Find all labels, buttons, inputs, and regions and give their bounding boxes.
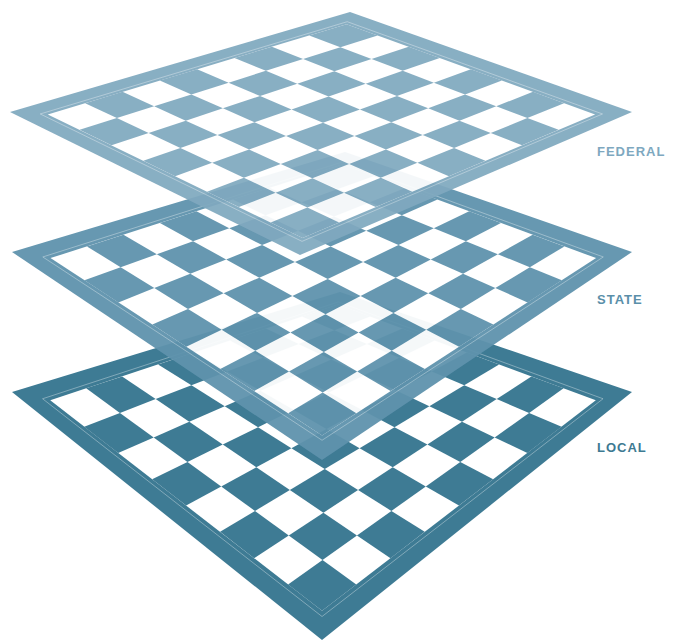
board-square [152,309,221,347]
board-square [297,71,365,96]
board-square [160,69,229,94]
local-board [12,292,632,640]
board-square [303,47,371,71]
board-square [434,211,501,241]
board-square [290,469,358,513]
board-square [288,560,356,611]
board-square [428,274,495,309]
board-square [149,121,218,148]
board-square [366,71,434,96]
board-square [357,351,425,391]
board-square [221,467,290,511]
board-square [86,376,155,412]
board-square [361,278,429,313]
board-square [431,241,498,274]
board-square [226,245,295,278]
tier-label: FEDERAL [597,145,665,158]
board-square [152,462,221,506]
board-inner-line [40,22,602,242]
board-square [223,427,292,467]
board-square [360,427,428,467]
board-square [235,47,304,71]
board-square [363,245,431,278]
board-square [309,24,377,47]
board-square [372,47,440,71]
board-square [426,462,493,506]
board-square [85,92,154,118]
board-square [156,385,225,421]
board-square [207,178,276,207]
board-square [358,467,426,511]
federal-board [10,12,632,255]
board-square [428,94,496,120]
tier-label: STATE [597,293,643,306]
board-square [154,94,223,120]
board-square [276,178,344,207]
board-square [220,511,289,558]
board-square [429,385,496,421]
board-square [491,118,559,145]
board-square [84,267,154,302]
board-square [154,274,223,309]
board-square [497,376,564,412]
board-square [354,122,422,149]
board-square [289,352,357,392]
board-square [360,96,428,122]
board-square [434,69,502,94]
board-square [496,92,564,118]
board-square [220,351,289,391]
board-square [495,413,562,453]
board-square [427,422,494,462]
board-square [157,241,226,274]
board-square [344,178,412,207]
board-square [143,148,212,176]
board-square [426,309,493,347]
board-square [271,208,339,238]
board-square [281,150,349,178]
board-square [417,148,485,176]
board-square [359,313,427,351]
board-square [154,422,223,462]
board-square [80,118,149,145]
board-square [288,392,356,435]
board-frame [12,152,632,460]
board-frame [10,12,632,255]
board-square [224,278,293,313]
tier-label: LOCAL [597,441,647,454]
board-square [498,235,565,268]
board-square [357,511,425,558]
board-square [349,149,417,177]
board-square [229,71,298,96]
state-board [12,152,632,460]
board-square [292,279,360,314]
board-square [290,314,358,352]
board-grid [48,24,595,238]
board-square [286,123,354,150]
board-square [495,267,562,302]
board-square [217,122,286,149]
board-square [212,149,281,177]
board-square [423,121,491,148]
board-square [84,413,154,453]
board-frame [12,292,632,640]
board-square [87,235,157,268]
board-square [289,513,357,560]
board-square [222,313,291,351]
board-square [160,211,229,241]
board-square [292,97,360,123]
board-square [223,96,292,122]
